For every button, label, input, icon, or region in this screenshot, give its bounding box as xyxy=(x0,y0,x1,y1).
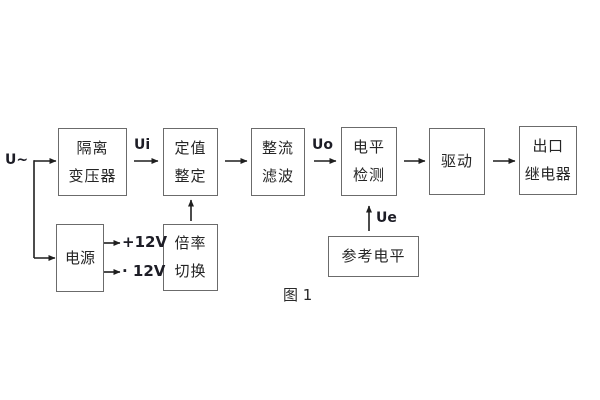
block-level-detection: 电平 检测 xyxy=(341,127,397,196)
block-label: 整定 xyxy=(174,166,207,185)
label-plus-12v: +12V xyxy=(122,233,168,251)
block-label: 检测 xyxy=(352,166,385,184)
label-input-signal: U~ xyxy=(5,152,29,168)
block-label: 定值 xyxy=(174,138,207,157)
block-label: 滤波 xyxy=(261,166,294,185)
block-label: 切换 xyxy=(174,262,207,280)
block-label: 变压器 xyxy=(68,166,117,185)
block-output-relay: 出口 继电器 xyxy=(519,126,577,195)
figure-caption: 图 1 xyxy=(283,286,313,304)
block-drive: 驱动 xyxy=(429,128,485,195)
block-label: 整流 xyxy=(261,138,294,157)
block-label: 倍率 xyxy=(174,234,207,252)
block-label: 隔离 xyxy=(76,138,109,157)
block-label: 参考电平 xyxy=(341,247,406,265)
block-reference-level: 参考电平 xyxy=(328,236,419,277)
block-isolation-transformer: 隔离 变压器 xyxy=(58,128,127,196)
block-label: 出口 xyxy=(532,137,564,155)
block-label: 电平 xyxy=(352,138,385,156)
label-ue: Ue xyxy=(376,210,397,226)
block-rectifier-filter: 整流 滤波 xyxy=(251,128,305,196)
block-ratio-switch: 倍率 切换 xyxy=(163,224,218,291)
label-minus-12v: · 12V xyxy=(122,262,166,280)
block-power-supply: 电源 xyxy=(56,224,104,292)
block-label: 电源 xyxy=(64,248,95,267)
block-setting-adjust: 定值 整定 xyxy=(163,128,218,196)
block-label: 继电器 xyxy=(524,165,572,183)
block-label: 驱动 xyxy=(440,152,473,170)
label-uo: Uo xyxy=(312,137,333,153)
label-ui: Ui xyxy=(134,137,151,153)
